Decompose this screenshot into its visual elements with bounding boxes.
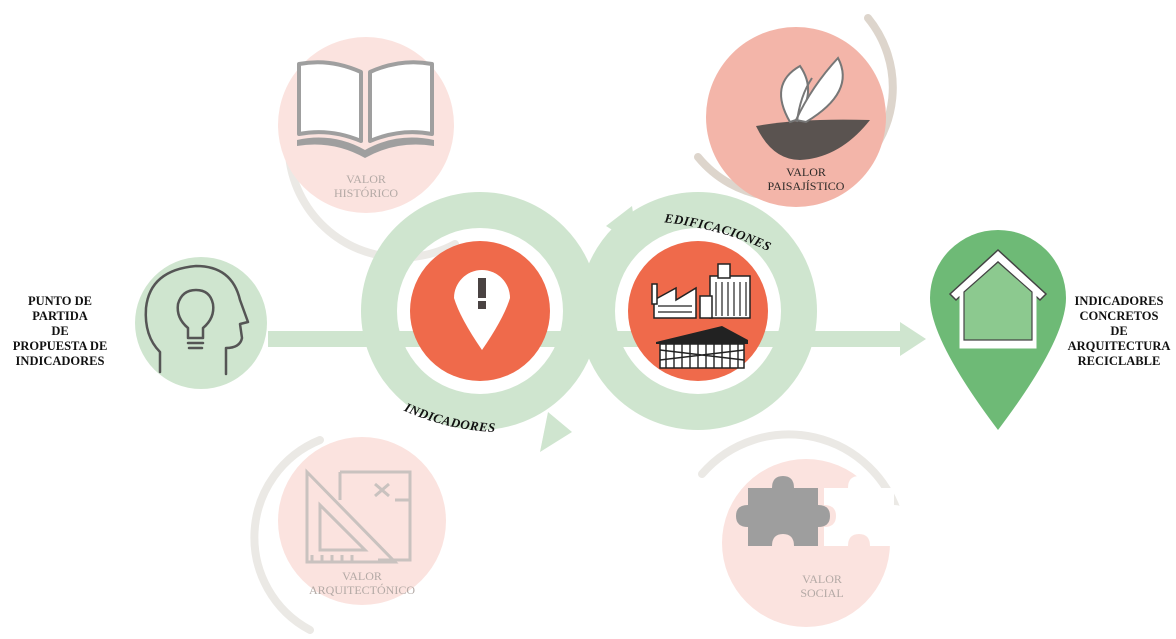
paisajistico-label-1: VALOR <box>786 165 826 179</box>
indicadores-arrowhead <box>540 412 572 452</box>
house-pin-icon <box>948 248 1048 349</box>
valor-historico-node: VALOR HISTÓRICO <box>278 37 459 262</box>
open-book-icon <box>297 60 434 158</box>
sprout-bowl-icon <box>756 56 870 160</box>
edificaciones-node <box>628 241 768 381</box>
historico-label-2: HISTÓRICO <box>334 186 398 200</box>
end-line-4: ARQUITECTURA <box>1067 339 1171 353</box>
start-line-3: DE <box>51 324 69 338</box>
social-label-1: VALOR <box>802 572 842 586</box>
valor-paisajistico-node: VALOR PAISAJÍSTICO <box>694 14 897 207</box>
valor-social-node: VALOR SOCIAL <box>698 430 906 627</box>
end-line-3: DE <box>1110 324 1128 338</box>
start-node <box>135 257 267 389</box>
arquitectonico-label-1: VALOR <box>342 569 382 583</box>
infinity-loop <box>361 192 817 452</box>
loop-right-ring <box>579 192 817 430</box>
end-line-2: CONCRETOS <box>1079 309 1159 323</box>
arquitectonico-label-2: ARQUITECTÓNICO <box>309 583 415 597</box>
arquitectonico-ring <box>250 436 324 634</box>
end-line-1: INDICADORES <box>1074 294 1164 308</box>
social-ring <box>698 430 904 524</box>
historico-label-1: VALOR <box>346 172 386 186</box>
exclamation-pin-icon <box>454 270 510 350</box>
end-node <box>930 230 1066 430</box>
industrial-buildings-icon <box>651 263 751 369</box>
start-line-1: PUNTO DE <box>27 294 92 308</box>
start-line-5: INDICADORES <box>15 354 105 368</box>
puzzle-pieces-icon <box>736 476 906 546</box>
end-label: INDICADORES CONCRETOS DE ARQUITECTURA RE… <box>1066 294 1172 369</box>
end-line-5: RECICLABLE <box>1077 354 1161 368</box>
start-circle <box>135 257 267 389</box>
start-label: PUNTO DE PARTIDA DE PROPUESTA DE INDICAD… <box>8 294 112 369</box>
indicadores-node <box>410 241 550 381</box>
valor-arquitectonico-node: VALOR ARQUITECTÓNICO <box>250 436 446 634</box>
head-lightbulb-icon <box>144 264 250 376</box>
start-line-2: PARTIDA <box>32 309 88 323</box>
social-label-2: SOCIAL <box>800 586 843 600</box>
start-line-4: PROPUESTA DE <box>12 339 108 353</box>
drafting-triangle-plan-icon <box>305 468 412 564</box>
paisajistico-label-2: PAISAJÍSTICO <box>768 179 845 193</box>
edificaciones-arrowhead <box>606 206 638 246</box>
